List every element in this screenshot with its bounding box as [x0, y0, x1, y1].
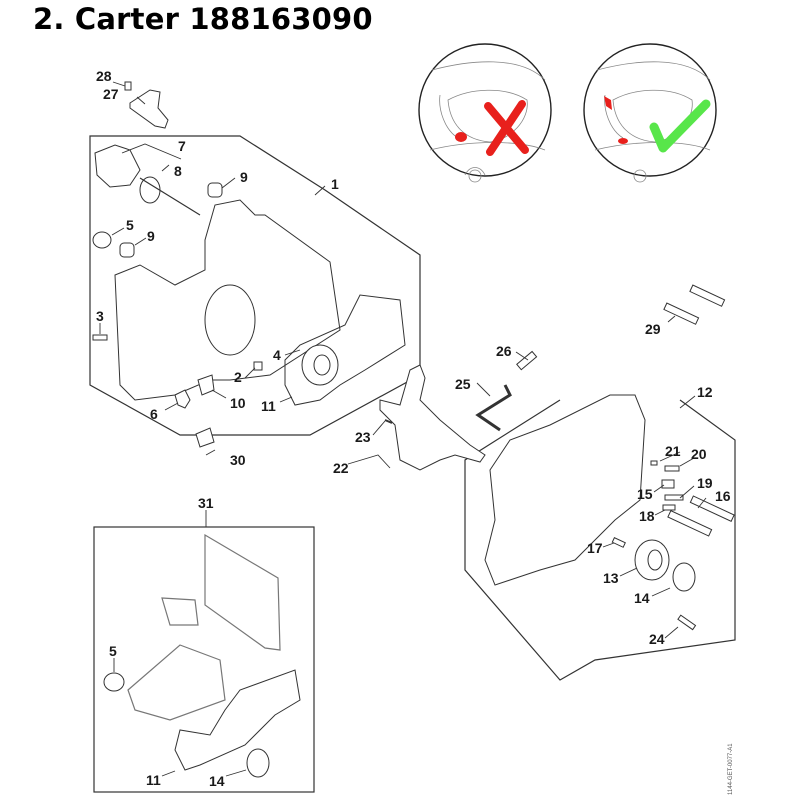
- part-4-bearing: [301, 344, 339, 386]
- callout-7: 7: [178, 138, 186, 154]
- part-28-screw: [124, 81, 132, 91]
- callout-14-lower: 14: [209, 773, 225, 789]
- callout-23: 23: [355, 429, 371, 445]
- callout-25: 25: [455, 376, 471, 392]
- group-frame-12: [464, 399, 736, 681]
- part-8-oring: [139, 176, 161, 204]
- callout-13: 13: [603, 570, 619, 586]
- drawing-reference: 1144-GET-0077-A1: [728, 735, 738, 795]
- callout-10: 10: [230, 395, 246, 411]
- part-5-seal: [92, 231, 112, 249]
- part-1-crankcase-half: [114, 199, 341, 401]
- part-12-crankcase-half: [484, 394, 646, 586]
- callout-18: 18: [639, 508, 655, 524]
- callout-11-lower: 11: [146, 772, 161, 788]
- part-31-cylinder-gasket: [204, 533, 281, 651]
- callout-8: 8: [174, 163, 182, 179]
- callout-5-top: 5: [126, 217, 134, 233]
- part-3-stud: [92, 334, 108, 341]
- part-10-plate: [197, 374, 215, 396]
- callout-15: 15: [637, 486, 653, 502]
- part-9-buffer: [207, 182, 223, 198]
- part-17-stud: [611, 536, 626, 548]
- callout-22: 22: [333, 460, 349, 476]
- part-30-plate: [195, 427, 215, 448]
- part-25-tube: [475, 384, 512, 432]
- callout-26: 26: [496, 343, 512, 359]
- part-16-stud: [689, 495, 735, 523]
- red-marker-icon: [455, 132, 467, 142]
- part-2-sleeve: [253, 361, 263, 371]
- part-24-screw: [677, 614, 697, 631]
- part-21-pin: [650, 460, 658, 466]
- part-29-stud: [689, 284, 726, 307]
- part-23-key: [384, 419, 393, 424]
- red-marker-icon: [604, 96, 612, 110]
- inset-correct: [583, 43, 717, 183]
- callout-17: 17: [587, 540, 603, 556]
- part-31-base-gasket: [127, 644, 226, 721]
- callout-12: 12: [697, 384, 713, 400]
- group-frame-1: [89, 135, 421, 436]
- part-9-buffer: [119, 242, 135, 258]
- group-frame-31: [93, 526, 315, 793]
- inset-wrong: [418, 43, 552, 183]
- part-18-sleeve: [662, 504, 676, 511]
- part-13-bearing: [634, 539, 670, 581]
- callout-16: 16: [715, 488, 731, 504]
- callout-29: 29: [645, 321, 661, 337]
- part-27-bracket: [129, 89, 169, 129]
- callout-9-lower: 9: [147, 228, 155, 244]
- callout-28: 28: [96, 68, 112, 84]
- callout-4: 4: [273, 347, 281, 363]
- callout-20: 20: [691, 446, 707, 462]
- callout-24: 24: [649, 631, 665, 647]
- callout-2: 2: [234, 369, 242, 385]
- cross-icon: [484, 100, 529, 156]
- callout-31: 31: [198, 495, 214, 511]
- part-11-gasket: [284, 294, 406, 406]
- part-11-gasket: [174, 669, 301, 771]
- callout-3: 3: [96, 308, 104, 324]
- red-marker-icon: [618, 138, 628, 144]
- part-5-seal: [103, 672, 125, 692]
- callout-27: 27: [103, 86, 119, 102]
- part-14-seal: [672, 562, 696, 592]
- check-icon: [649, 99, 711, 153]
- part-22-crankshaft: [379, 364, 486, 471]
- drawing-reference-text: 1144-GET-0077-A1: [728, 743, 734, 795]
- part-19-pin: [664, 494, 684, 501]
- callout-19: 19: [697, 475, 713, 491]
- part-31-muffler-gasket: [161, 597, 199, 626]
- callout-14-right: 14: [634, 590, 650, 606]
- part-29-stud: [663, 302, 700, 325]
- callout-30: 30: [230, 452, 246, 468]
- callout-5-lower: 5: [109, 643, 117, 659]
- callout-6: 6: [150, 406, 158, 422]
- page-title: 2. Carter 188163090: [33, 2, 373, 36]
- part-20-sleeve: [664, 465, 680, 472]
- callout-11-top: 11: [261, 398, 276, 414]
- part-16-stud: [667, 509, 713, 537]
- part-14-seal: [246, 748, 270, 778]
- callout-1: 1: [331, 176, 339, 192]
- callout-21: 21: [665, 443, 681, 459]
- part-15-sleeve: [661, 479, 675, 489]
- callout-9-top: 9: [240, 169, 248, 185]
- part-7-pump: [94, 144, 141, 188]
